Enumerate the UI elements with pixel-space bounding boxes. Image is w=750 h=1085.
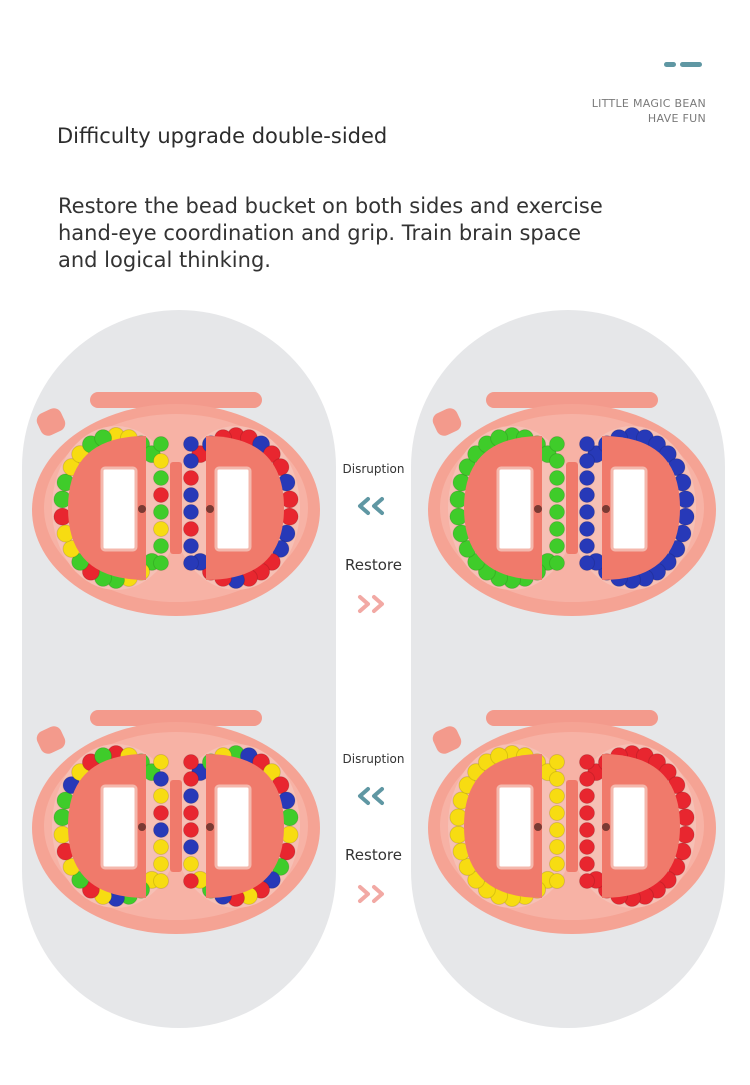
- restore-label-1: Restore: [336, 556, 411, 575]
- description-line-2: hand-eye coordination and grip. Train br…: [58, 221, 582, 245]
- puzzle-toy-restored-2: [426, 710, 718, 936]
- restore-text-2: Restore: [345, 846, 402, 864]
- section-heading: Difficulty upgrade double-sided: [57, 124, 388, 148]
- description-line-3: and logical thinking.: [58, 248, 271, 272]
- description: Restore the bead bucket on both sides an…: [58, 193, 678, 274]
- brand-line-2: HAVE FUN: [647, 112, 706, 125]
- puzzle-toy-disrupted-2: [30, 710, 322, 936]
- restore-label-2: Restore: [336, 846, 411, 865]
- restore-text-1: Restore: [345, 556, 402, 574]
- description-line-1: Restore the bead bucket on both sides an…: [58, 194, 603, 218]
- disruption-text-2: Disruption: [342, 752, 405, 766]
- puzzle-toy-disrupted-1: [30, 392, 322, 618]
- double-chevron-right-icon: [358, 885, 384, 903]
- double-chevron-left-icon: [358, 497, 384, 515]
- brand-line-1: LITTLE MAGIC BEAN: [591, 97, 706, 110]
- disruption-label-1: Disruption: [336, 460, 411, 478]
- double-chevron-left-icon: [358, 787, 384, 805]
- disruption-text-1: Disruption: [342, 462, 405, 476]
- puzzle-toy-restored-1: [426, 392, 718, 618]
- brand-tagline: LITTLE MAGIC BEAN HAVE FUN: [592, 96, 706, 126]
- disruption-label-2: Disruption: [336, 750, 411, 768]
- double-chevron-right-icon: [358, 595, 384, 613]
- accent-dashes: [664, 62, 704, 68]
